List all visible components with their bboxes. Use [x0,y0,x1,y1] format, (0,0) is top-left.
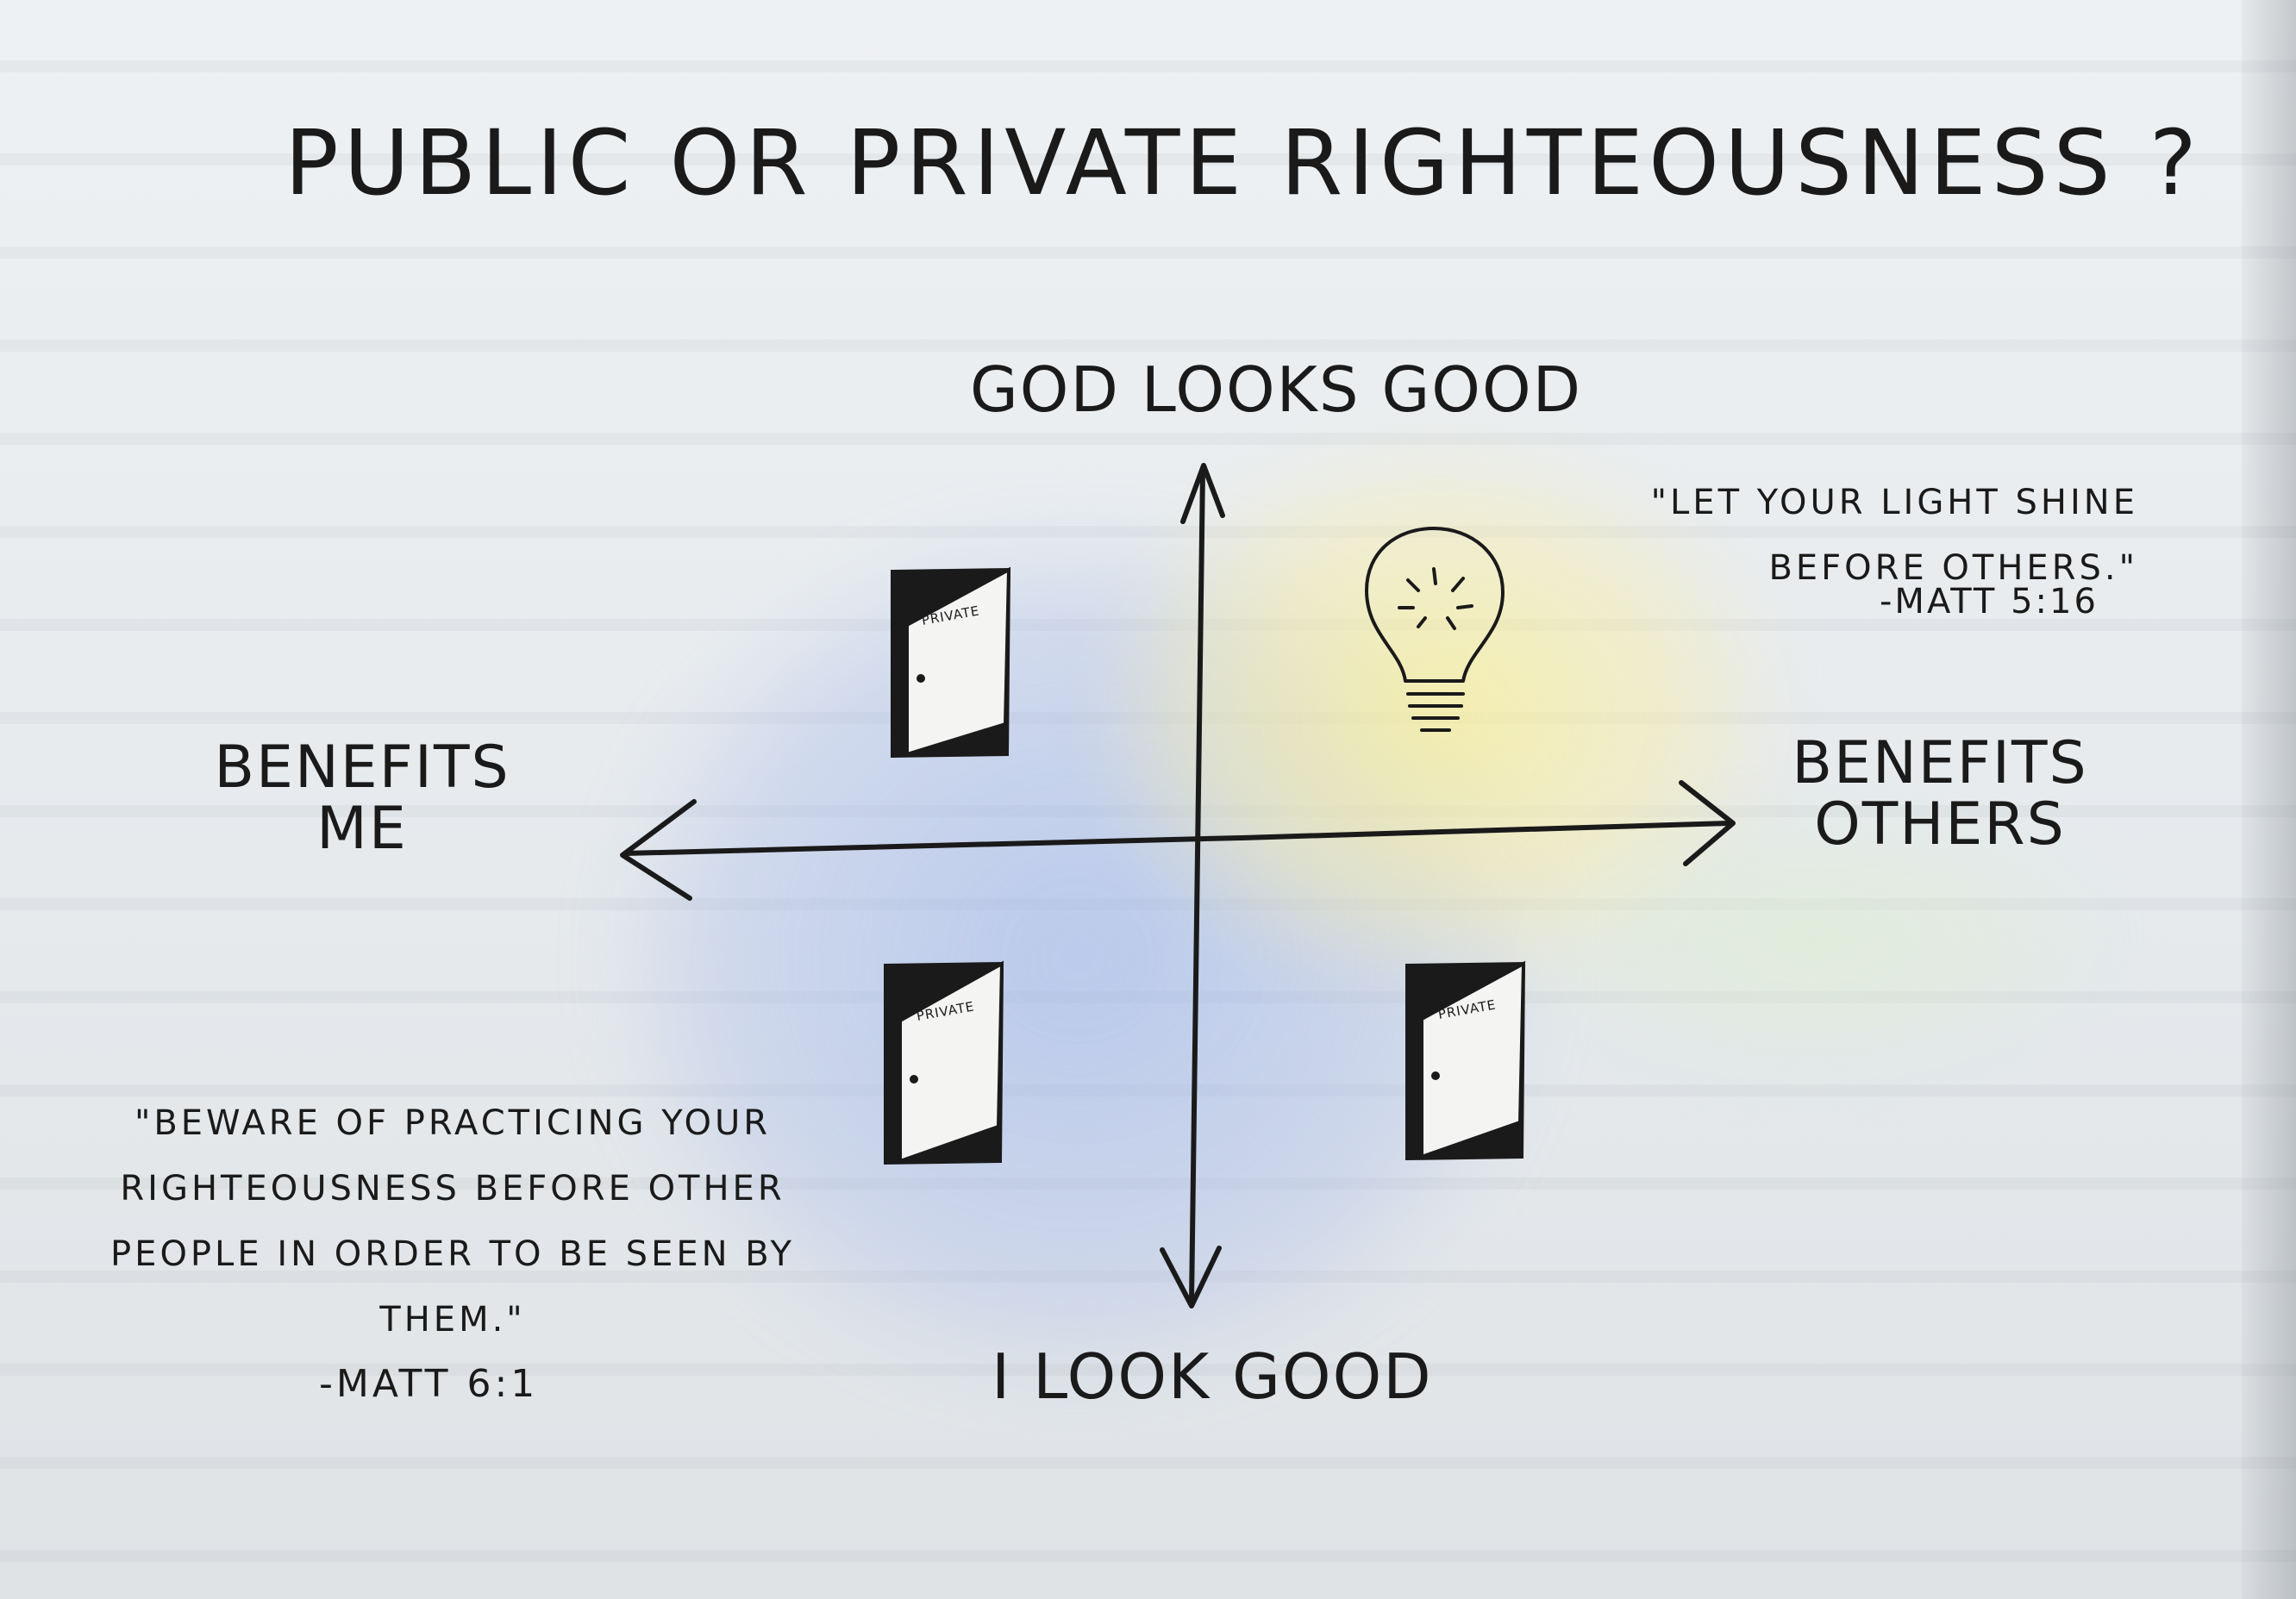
quote-top-right: "LET YOUR LIGHT SHINE BEFORE OTHERS." [1650,483,2138,588]
arrow-head-right [1679,780,1736,866]
lightbulb-icon [1365,527,1505,732]
quote-top-reference: -MATT 5:16 [1880,582,2099,621]
page-edge-shadow [2242,0,2296,1599]
arrow-head-up [1180,463,1225,524]
arrow-head-left [620,799,697,901]
arrow-head-down [1160,1246,1222,1309]
diagram-title: PUBLIC OR PRIVATE RIGHTEOUSNESS ? [285,110,2202,215]
axis-label-left: BENEFITS ME [214,734,510,864]
axis-label-top: GOD LOOKS GOOD [970,353,1583,426]
axis-label-right: BENEFITS OTHERS [1792,729,2088,859]
vertical-axis [1189,467,1205,1304]
door-icon: PRIVATE [884,960,1004,1165]
quote-bottom-reference: -MATT 6:1 [319,1362,539,1406]
door-icon: PRIVATE [891,566,1011,759]
door-icon: PRIVATE [1405,960,1526,1161]
green-watercolor-wash [1509,810,2112,1069]
horizontal-axis [622,821,1731,856]
axis-label-bottom: I LOOK GOOD [992,1340,1433,1413]
quote-bottom-left: "BEWARE OF PRACTICING YOUR RIGHTEOUSNESS… [110,1103,795,1340]
